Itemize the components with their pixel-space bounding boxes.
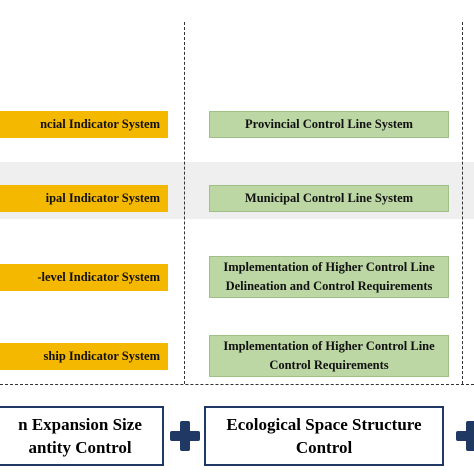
control-line-box-delineation: Implementation of Higher Control Line De… [209,256,449,298]
control-line-label-line2: Control Requirements [269,358,389,372]
control-line-label: Provincial Control Line System [245,117,413,131]
bottom-divider-dashed [0,384,474,385]
indicator-label: ship Indicator System [43,349,160,363]
control-line-box-municipal: Municipal Control Line System [209,185,449,212]
plus-icon [456,421,474,451]
indicator-label: ipal Indicator System [45,191,160,205]
control-line-label-line2: Delineation and Control Requirements [225,279,433,293]
indicator-label: -level Indicator System [37,270,160,284]
control-line-label: Municipal Control Line System [244,191,414,205]
ecological-box-line1: Ecological Space Structure [226,415,422,434]
ecological-box-line2: Control [295,438,353,457]
indicator-box-municipal: ipal Indicator System [0,185,168,212]
indicator-box-provincial: ncial Indicator System [0,111,168,138]
right-edge-divider-dashed [462,22,463,384]
control-line-box-provincial: Provincial Control Line System [209,111,449,138]
control-line-box-requirements: Implementation of Higher Control Line Co… [209,335,449,377]
indicator-box-township: ship Indicator System [0,343,168,370]
expansion-box-line1: n Expansion Size [18,415,142,434]
control-line-label-line1: Implementation of Higher Control Line [223,260,435,274]
expansion-box-line2: antity Control [28,438,132,457]
column-divider-dashed [184,22,185,384]
control-line-label-line1: Implementation of Higher Control Line [223,339,435,353]
ecological-space-control-box: Ecological Space Structure Control [204,406,444,466]
expansion-size-control-box: n Expansion Size antity Control [0,406,164,466]
plus-icon [170,421,200,451]
indicator-label: ncial Indicator System [40,117,160,131]
indicator-box-level: -level Indicator System [0,264,168,291]
